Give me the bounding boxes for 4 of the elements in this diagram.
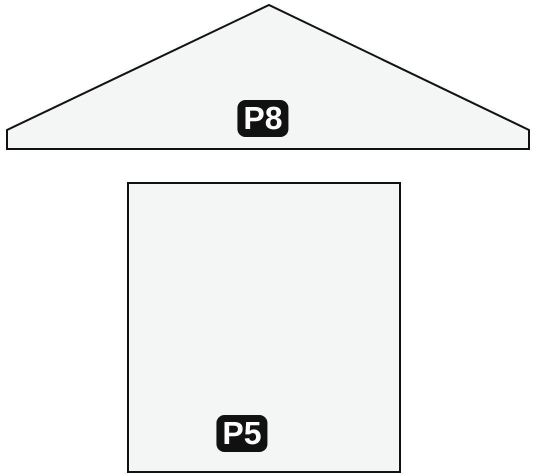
wall-panel: [127, 182, 401, 473]
part-label: P5: [216, 415, 268, 452]
roof-panel: [6, 4, 530, 150]
part-label: P8: [237, 100, 289, 137]
